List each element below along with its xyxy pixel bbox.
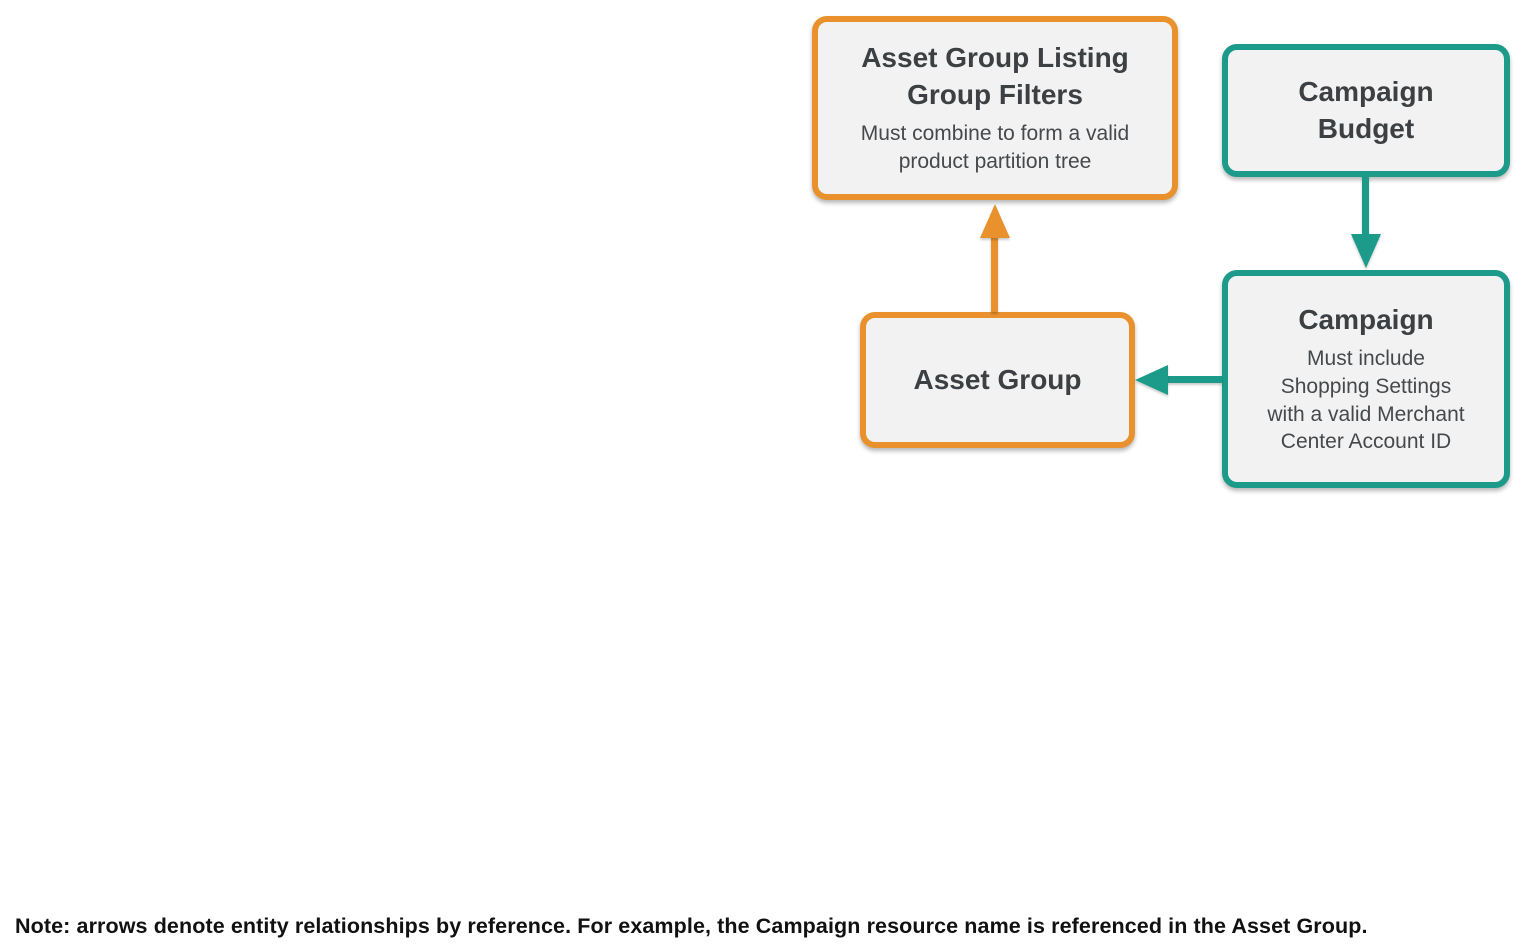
arrow-head-up-icon: [980, 204, 1010, 238]
node-title: Asset Group Listing Group Filters: [861, 42, 1129, 110]
diagram-footnote: Note: arrows denote entity relationships…: [15, 914, 1368, 938]
node-title: Campaign: [1298, 303, 1434, 335]
arrow-shaft: [991, 234, 998, 312]
node-subtitle: Must combine to form a valid product par…: [860, 122, 1130, 173]
arrow-head-left-icon: [1135, 365, 1168, 395]
node-asset-group-listing-group-filters: Asset Group Listing Group Filters Must c…: [812, 16, 1178, 200]
arrow-head-down-icon: [1351, 234, 1381, 268]
node-subtitle: Must include Shopping Settings with a va…: [1267, 347, 1465, 454]
node-asset-group: Asset Group: [860, 312, 1135, 448]
node-title: Campaign Budget: [1298, 76, 1434, 144]
node-campaign: Campaign Must include Shopping Settings …: [1222, 270, 1510, 488]
arrow-shaft: [1362, 176, 1369, 236]
node-campaign-budget: Campaign Budget: [1222, 44, 1510, 177]
arrow-shaft: [1166, 376, 1222, 383]
node-title: Asset Group: [913, 363, 1082, 395]
